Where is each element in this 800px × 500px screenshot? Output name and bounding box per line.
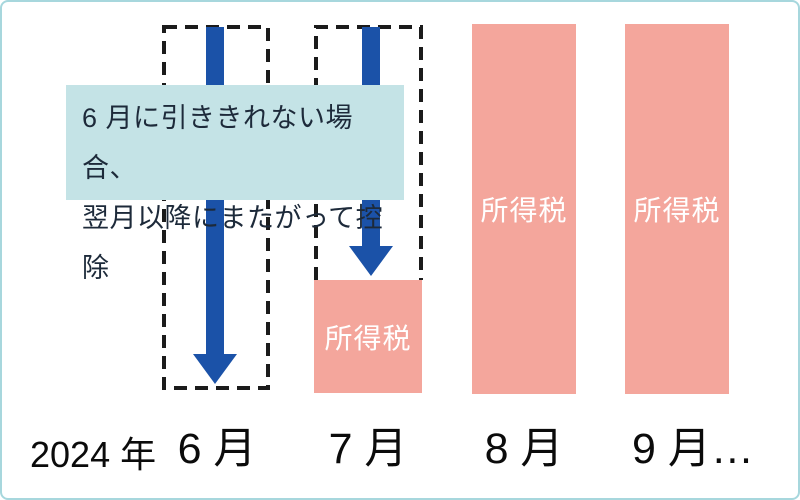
july-down-arrow-icon bbox=[349, 246, 393, 276]
callout-text-line1: 6 月に引ききれない場合、 bbox=[82, 103, 354, 183]
callout-text-line2: 翌月以降にまたがって控除 bbox=[82, 203, 384, 283]
income-tax-label-september: 所得税 bbox=[633, 195, 721, 226]
income-tax-bar-july: 所得税 bbox=[314, 280, 422, 393]
income-tax-label-july: 所得税 bbox=[324, 322, 412, 354]
month-label-august: 8 月 bbox=[484, 425, 564, 473]
month-label-july: 7 月 bbox=[328, 425, 408, 473]
income-tax-bar-august: 所得税 bbox=[472, 24, 576, 394]
year-label: 2024 年 bbox=[30, 434, 157, 475]
income-tax-label-august: 所得税 bbox=[480, 195, 568, 226]
carryover-explanation-callout: 6 月に引ききれない場合、 翌月以降にまたがって控除 bbox=[66, 85, 404, 283]
month-label-september: 9 月… bbox=[632, 425, 754, 473]
income-tax-bar-september: 所得税 bbox=[625, 24, 729, 394]
month-label-june: 6 月 bbox=[177, 425, 257, 473]
june-down-arrow-icon bbox=[193, 354, 237, 384]
